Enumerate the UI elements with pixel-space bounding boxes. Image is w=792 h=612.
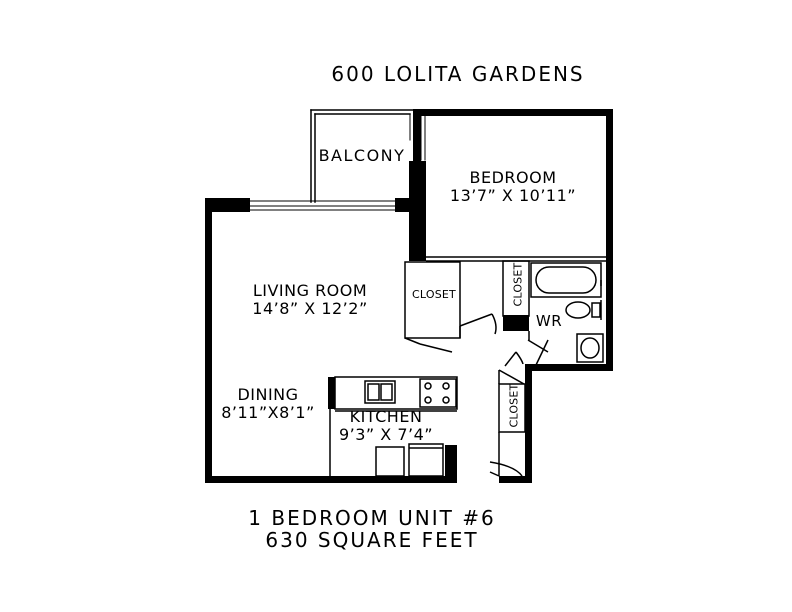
entry-door [489, 432, 523, 477]
bathroom [527, 262, 604, 366]
room-label-dining: DINING 8’11”X8’1” [221, 387, 315, 421]
bedroom-size: 13’7” X 10’11” [449, 186, 577, 205]
building-name: 600 LOLITA GARDENS [331, 62, 585, 86]
unit-area: 630 SQUARE FEET [265, 528, 479, 552]
room-label-hall-closet: CLOSET [507, 383, 521, 428]
dining-name: DINING [237, 385, 299, 404]
kitchen-counter [329, 376, 458, 477]
bedroom-window [420, 115, 426, 161]
living-room-size: 14’8” X 12’2” [252, 299, 368, 318]
exterior-walls [205, 109, 613, 483]
room-label-bath-closet: CLOSET [511, 262, 525, 307]
balcony-outline [310, 109, 414, 203]
room-label-balcony: BALCONY [318, 146, 406, 165]
room-label-bedroom: BEDROOM 13’7” X 10’11” [450, 170, 576, 204]
room-label-kitchen: KITCHEN 9’3” X 7’4” [339, 409, 433, 443]
hall-closet [498, 351, 526, 433]
main-closet [404, 261, 497, 353]
room-label-main-closet: CLOSET [412, 288, 456, 301]
balcony-door [249, 113, 416, 211]
room-label-wr: WR [535, 312, 563, 330]
unit-summary: 1 BEDROOM UNIT #6 630 SQUARE FEET [248, 508, 495, 550]
kitchen-name: KITCHEN [349, 407, 423, 426]
kitchen-size: 9’3” X 7’4” [338, 425, 434, 444]
bath-closet [502, 260, 530, 317]
unit-title: 1 BEDROOM UNIT #6 [248, 506, 496, 530]
bedroom-name: BEDROOM [469, 168, 557, 187]
dining-size: 8’11”X8’1” [221, 403, 315, 422]
room-label-living-room: LIVING ROOM 14’8” X 12’2” [252, 283, 367, 317]
living-room-name: LIVING ROOM [252, 281, 368, 300]
